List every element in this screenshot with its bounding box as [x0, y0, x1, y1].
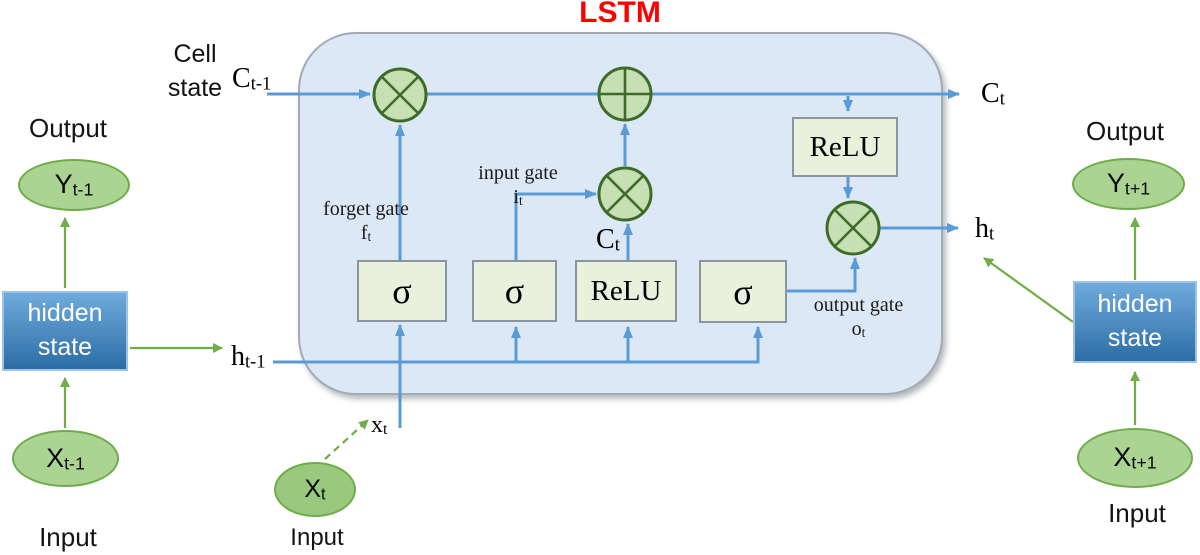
- x-prev-ellipse: Xt-1: [12, 430, 119, 487]
- x-mid-ellipse: Xt: [274, 462, 356, 517]
- output-relu-box: ReLU: [792, 117, 898, 177]
- xt-line-label: xt: [371, 412, 388, 439]
- output-gate-label: output gate ot: [813, 294, 904, 340]
- xt-ellipse-to-line-arrow: [324, 419, 369, 460]
- h-next-label: ht: [975, 213, 995, 244]
- output-label-right: Output: [1085, 116, 1165, 146]
- h-prev-label: ht-1: [231, 341, 266, 372]
- candidate-relu-box: ReLU: [575, 260, 677, 322]
- output-label-left: Output: [28, 113, 108, 143]
- input-sigma-box: σ: [472, 260, 557, 322]
- input-gate-label: input gate it: [478, 162, 558, 208]
- ht-to-hidden-arrow: [983, 257, 1074, 323]
- lstm-title: LSTM: [579, 0, 661, 29]
- input-label-right: Input: [1108, 498, 1166, 528]
- input-label-middle: Input: [290, 524, 344, 551]
- c-mid-label: Ct: [596, 224, 620, 255]
- output-sigma-box: σ: [699, 260, 787, 323]
- c-prev-label: Ct-1: [232, 63, 272, 94]
- cell-state-label: Cell state: [167, 40, 223, 102]
- y-next-ellipse: Yt+1: [1072, 158, 1185, 210]
- hidden-state-box-right: hidden state: [1073, 281, 1197, 363]
- hidden-state-box-left: hidden state: [2, 291, 128, 371]
- forget-sigma-box: σ: [357, 260, 447, 322]
- forget-gate-label: forget gate ft: [323, 198, 409, 244]
- input-label-left: Input: [39, 522, 97, 552]
- y-prev-ellipse: Yt-1: [18, 159, 130, 211]
- x-next-ellipse: Xt+1: [1077, 428, 1193, 488]
- c-next-label: Ct: [981, 78, 1005, 109]
